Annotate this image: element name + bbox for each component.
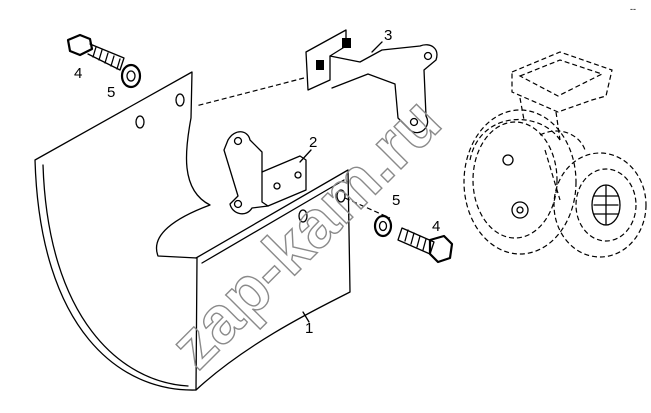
watermark: zap-kam.ru bbox=[156, 83, 455, 382]
callout-4-left: 4 bbox=[74, 65, 82, 82]
callout-3: 3 bbox=[384, 27, 392, 44]
callout-4-right: 4 bbox=[432, 218, 440, 235]
lower-bracket bbox=[223, 131, 307, 215]
callout-1: 1 bbox=[305, 320, 313, 337]
callout-2: 2 bbox=[309, 134, 317, 151]
turbocharger-outline bbox=[463, 51, 647, 258]
callout-5-right: 5 bbox=[392, 192, 400, 209]
bolt-lower-right bbox=[397, 227, 454, 264]
corner-mark: -- bbox=[630, 4, 636, 14]
bolt-upper-left bbox=[66, 33, 125, 71]
upper-bracket bbox=[305, 29, 438, 134]
assembly-line-lower bbox=[344, 197, 391, 219]
washer-upper-left bbox=[120, 63, 142, 89]
heat-shield-guard bbox=[34, 71, 351, 391]
assembly-line-upper bbox=[195, 77, 305, 107]
callout-5-left: 5 bbox=[107, 84, 115, 101]
washer-lower-right bbox=[373, 214, 393, 238]
